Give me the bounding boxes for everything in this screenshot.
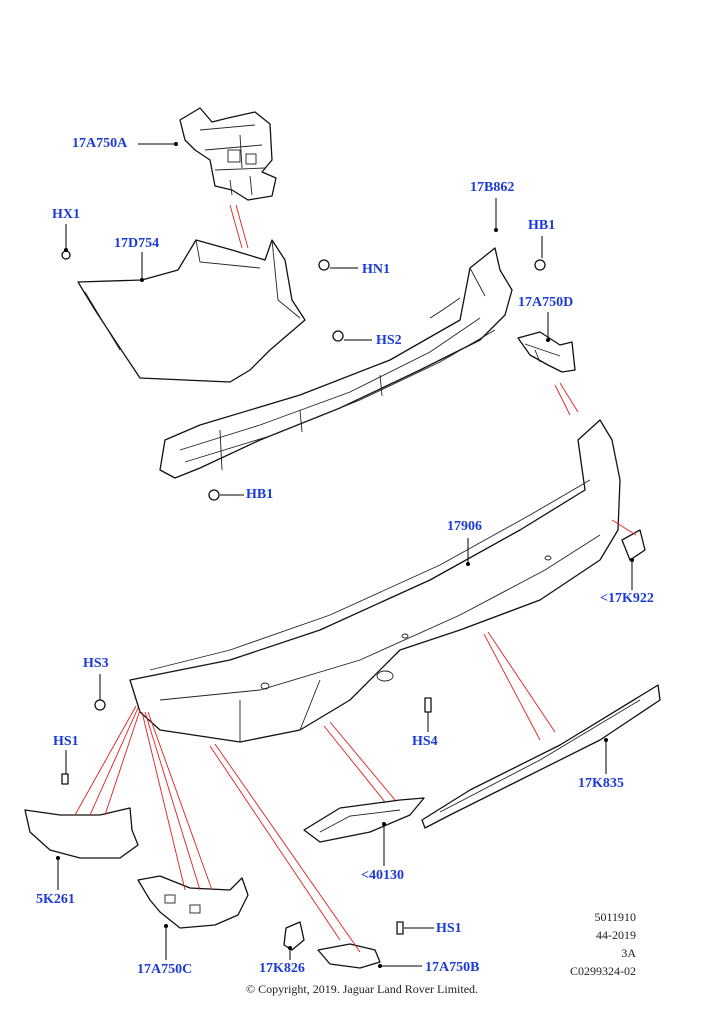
reference-line-3: 3A	[621, 946, 636, 960]
callout-17906[interactable]: 17906	[447, 519, 482, 534]
fastener-hb1-top[interactable]	[534, 259, 546, 271]
fastener-hn1[interactable]	[318, 259, 330, 271]
fastener-hs3[interactable]	[94, 699, 106, 711]
callout-17A750C[interactable]: 17A750C	[137, 962, 193, 977]
bracket-17A750A[interactable]	[179, 107, 277, 201]
reference-line-2: 44-2019	[596, 928, 636, 942]
callout-HS1-left[interactable]: HS1	[53, 734, 79, 749]
bumper-17906[interactable]	[129, 419, 621, 743]
callout-17K826[interactable]: 17K826	[259, 961, 305, 976]
fastener-hs1-right[interactable]	[396, 921, 404, 935]
callout-17A750A[interactable]: 17A750A	[72, 136, 128, 151]
callout-17B862[interactable]: 17B862	[470, 180, 515, 195]
bracket-17A750C[interactable]	[137, 875, 249, 929]
callout-HX1[interactable]: HX1	[52, 207, 80, 222]
callout-40130[interactable]: <40130	[361, 868, 404, 883]
fastener-hx1[interactable]	[61, 250, 71, 260]
callout-17K922[interactable]: <17K922	[600, 591, 654, 606]
callout-17K835[interactable]: 17K835	[578, 776, 624, 791]
reference-line-4: C0299324-02	[570, 964, 636, 978]
callout-5K261[interactable]: 5K261	[36, 892, 75, 907]
callout-HB1-top[interactable]: HB1	[528, 218, 556, 233]
callout-HN1[interactable]: HN1	[362, 262, 390, 277]
fastener-hs4[interactable]	[424, 697, 432, 713]
callout-HS4[interactable]: HS4	[412, 734, 438, 749]
shield-5K261[interactable]	[24, 807, 139, 859]
callout-HS2[interactable]: HS2	[376, 333, 402, 348]
callout-HS1-right[interactable]: HS1	[436, 921, 462, 936]
bracket-17A750B[interactable]	[317, 943, 381, 969]
trim-17K835[interactable]	[421, 684, 661, 829]
callout-17A750D[interactable]: 17A750D	[518, 295, 574, 310]
red-guide-lines	[74, 204, 637, 953]
leader-lines	[56, 142, 634, 968]
callout-HB1-bottom[interactable]: HB1	[246, 487, 274, 502]
bracket-17A750D[interactable]	[517, 331, 576, 373]
reflector-40130[interactable]	[303, 797, 425, 843]
callout-17A750B[interactable]: 17A750B	[425, 960, 480, 975]
reference-line-1: 5011910	[594, 910, 636, 924]
fastener-hs2[interactable]	[332, 330, 344, 342]
copyright-notice: © Copyright, 2019. Jaguar Land Rover Lim…	[245, 982, 479, 996]
sensor-bracket-17K922[interactable]	[621, 529, 646, 561]
beam-17B862[interactable]	[159, 247, 513, 479]
callout-HS3[interactable]: HS3	[83, 656, 109, 671]
panel-17D754[interactable]	[77, 239, 306, 383]
fastener-hb1-bottom[interactable]	[208, 489, 220, 501]
bracket-17K826[interactable]	[283, 921, 305, 951]
callout-17D754[interactable]: 17D754	[114, 236, 160, 251]
fastener-hs1-left[interactable]	[61, 773, 69, 785]
